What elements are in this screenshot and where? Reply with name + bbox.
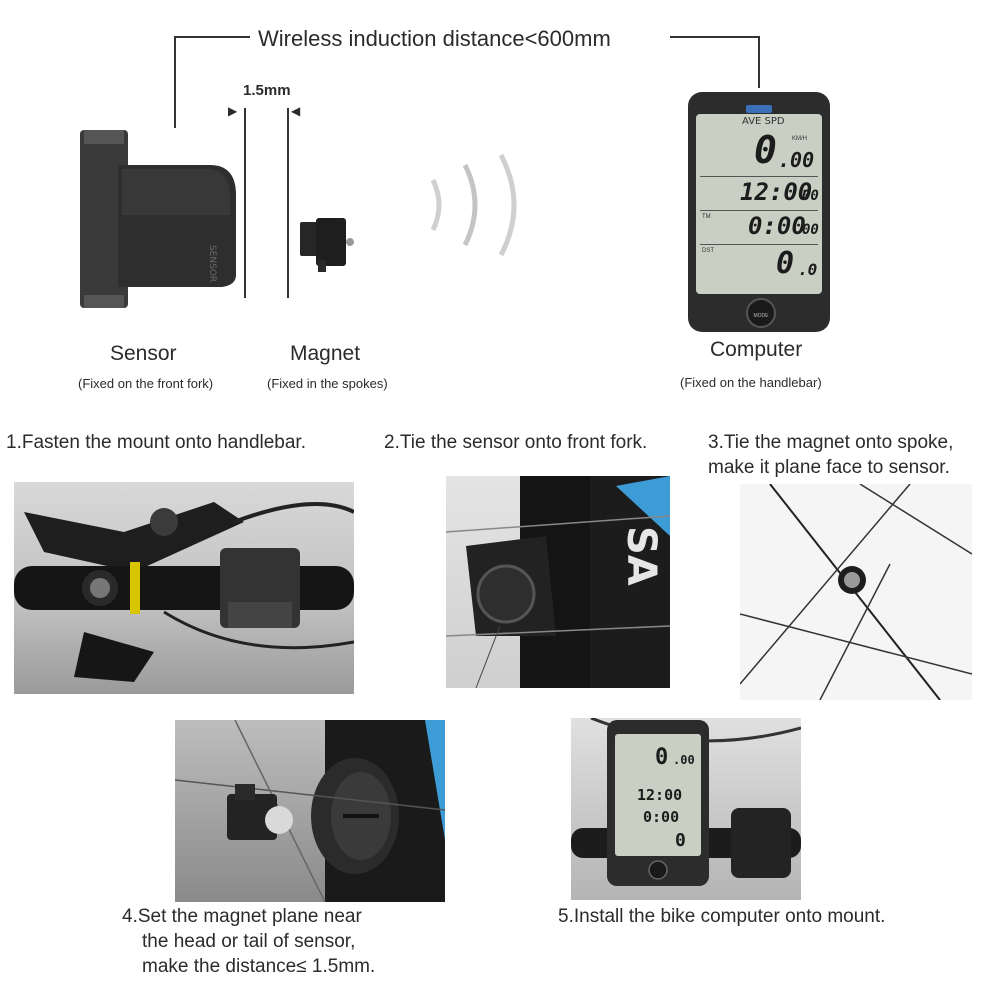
- lcd-mode-label: AVE SPD: [742, 116, 785, 127]
- distance-line-left-horizontal: [174, 36, 250, 38]
- step5-caption: 5.Install the bike computer onto mount.: [558, 906, 886, 927]
- svg-text:.00: .00: [673, 753, 695, 767]
- lcd-row-label-tm: TM: [702, 214, 711, 220]
- computer-label: Computer: [710, 338, 803, 361]
- computer-logo-bar: [700, 100, 818, 113]
- svg-text:0: 0: [675, 830, 686, 851]
- gap-arrow-left: ▶: [228, 104, 238, 118]
- svg-text:SA: SA: [618, 526, 664, 586]
- gap-label: 1.5mm: [243, 82, 291, 99]
- distance-line-left-vertical: [174, 36, 176, 128]
- gap-arrow-right: ◀: [291, 104, 301, 118]
- sensor-icon: SENSOR: [80, 130, 236, 308]
- step4-caption-line3: make the distance≤ 1.5mm.: [142, 956, 376, 977]
- step1-photo: [14, 482, 354, 694]
- step3-caption-line2: make it plane face to sensor.: [708, 457, 950, 478]
- wireless-signal-icon: [430, 153, 517, 257]
- step5-photo: 0 .00 12:00 0:00 0: [571, 718, 801, 900]
- svg-text:12:00: 12:00: [637, 786, 682, 804]
- lcd-speed-decimal: .00: [778, 148, 815, 172]
- sensor-label: Sensor: [110, 342, 177, 365]
- step2-photo: SA: [446, 476, 670, 688]
- lcd-speed-main: 0: [754, 128, 777, 172]
- magnet-label: Magnet: [290, 342, 361, 365]
- gap-line-left: [244, 108, 246, 298]
- distance-line-right-horizontal: [670, 36, 760, 38]
- computer-note: (Fixed on the handlebar): [680, 375, 822, 390]
- lcd-distance-decimal: .0: [798, 260, 818, 279]
- svg-text:0:00: 0:00: [643, 808, 679, 826]
- lcd-clock-main: 12:00: [740, 178, 813, 206]
- lcd-row-label-dst: DST: [702, 248, 714, 254]
- step1-caption: 1.Fasten the mount onto handlebar.: [6, 432, 306, 453]
- sensor-note: (Fixed on the front fork): [78, 376, 214, 391]
- step4-photo: [175, 720, 445, 902]
- step2-caption: 2.Tie the sensor onto front fork.: [384, 432, 648, 453]
- mode-button[interactable]: MODE: [746, 298, 776, 328]
- svg-text:SENSOR: SENSOR: [207, 245, 217, 282]
- magnet-icon: [300, 218, 354, 272]
- step4-caption-line2: the head or tail of sensor,: [142, 931, 356, 952]
- lcd-speed-unit: KM/H: [792, 136, 807, 142]
- step3-photo: [740, 484, 972, 700]
- lcd-distance-main: 0: [776, 246, 795, 281]
- distance-label: Wireless induction distance<600mm: [258, 26, 611, 51]
- step4-caption-line1: 4.Set the magnet plane near: [122, 906, 362, 927]
- lcd-screen: AVE SPD 0 KM/H .00 12:00 00 TM 0:00 00 D…: [696, 114, 822, 294]
- svg-text:0: 0: [655, 745, 668, 770]
- lcd-time-seconds: 00: [802, 222, 819, 238]
- gap-line-right: [287, 108, 289, 298]
- magnet-note: (Fixed in the spokes): [267, 376, 388, 391]
- lcd-time-main: 0:00: [748, 212, 806, 240]
- bike-computer: AVE SPD 0 KM/H .00 12:00 00 TM 0:00 00 D…: [688, 92, 830, 332]
- distance-line-right-vertical: [758, 36, 760, 88]
- lcd-clock-seconds: 00: [802, 188, 819, 204]
- step3-caption-line1: 3.Tie the magnet onto spoke,: [708, 432, 954, 453]
- mode-button-label: MODE: [753, 313, 769, 319]
